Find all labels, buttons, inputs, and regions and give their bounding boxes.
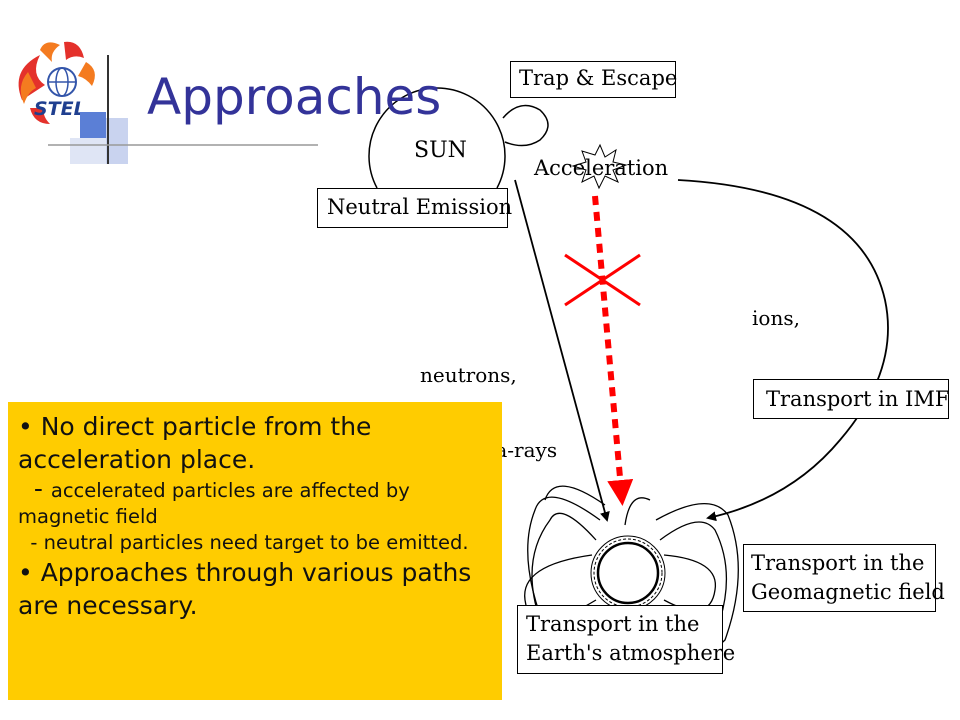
sun-circle <box>368 87 506 189</box>
transport-imf-label: Transport in IMF <box>766 387 950 411</box>
sun-label: SUN <box>414 138 467 163</box>
direct-path-arrow <box>592 195 634 506</box>
trap-escape-box: Trap & Escape <box>510 61 678 98</box>
transport-atmos-line2: Earth's atmosphere <box>526 641 736 665</box>
transport-imf-box: Transport in IMF <box>753 379 949 419</box>
transport-atmosphere-box: Transport in the Earth's atmosphere <box>517 605 736 674</box>
notes-sub-1: - accelerated particles are affected by … <box>18 476 492 530</box>
notes-box: • No direct particle from the accelerati… <box>8 402 502 700</box>
notes-sub-2: - neutral particles need target to be em… <box>18 531 469 554</box>
trap-escape-label: Trap & Escape <box>519 66 678 90</box>
notes-sub-1-dash: - <box>18 474 51 503</box>
imf-path-arrow <box>677 179 889 522</box>
neutrons-line: neutrons, <box>420 363 517 387</box>
sun-rays-icon <box>18 41 95 124</box>
neutral-emission-label: Neutral Emission <box>327 195 513 219</box>
notes-bullet-1: • No direct particle from the accelerati… <box>18 412 372 474</box>
title-decoration <box>48 55 318 164</box>
neutral-path-arrow <box>514 179 610 522</box>
stel-logo: STEL <box>18 41 95 124</box>
neutral-emission-box: Neutral Emission <box>317 188 512 228</box>
trap-loop <box>502 104 549 147</box>
notes-bullet-2: • Approaches through various paths are n… <box>18 558 472 620</box>
acceleration-label: Acceleration <box>534 156 669 180</box>
ions-line: ions, <box>752 306 800 330</box>
transport-geomag-line1: Transport in the <box>751 551 925 575</box>
slide-title: Approaches <box>147 68 442 126</box>
blocked-cross-icon <box>564 253 641 307</box>
transport-atmos-line1: Transport in the <box>526 612 700 636</box>
acceleration-burst-icon <box>571 143 628 190</box>
earth-circle <box>596 541 660 605</box>
notes-sub-1-text: accelerated particles are affected by ma… <box>18 479 410 528</box>
logo-text: STEL <box>34 98 86 120</box>
transport-geomag-line2: Geomagnetic field <box>751 580 945 604</box>
transport-geomagnetic-box: Transport in the Geomagnetic field <box>743 544 945 612</box>
